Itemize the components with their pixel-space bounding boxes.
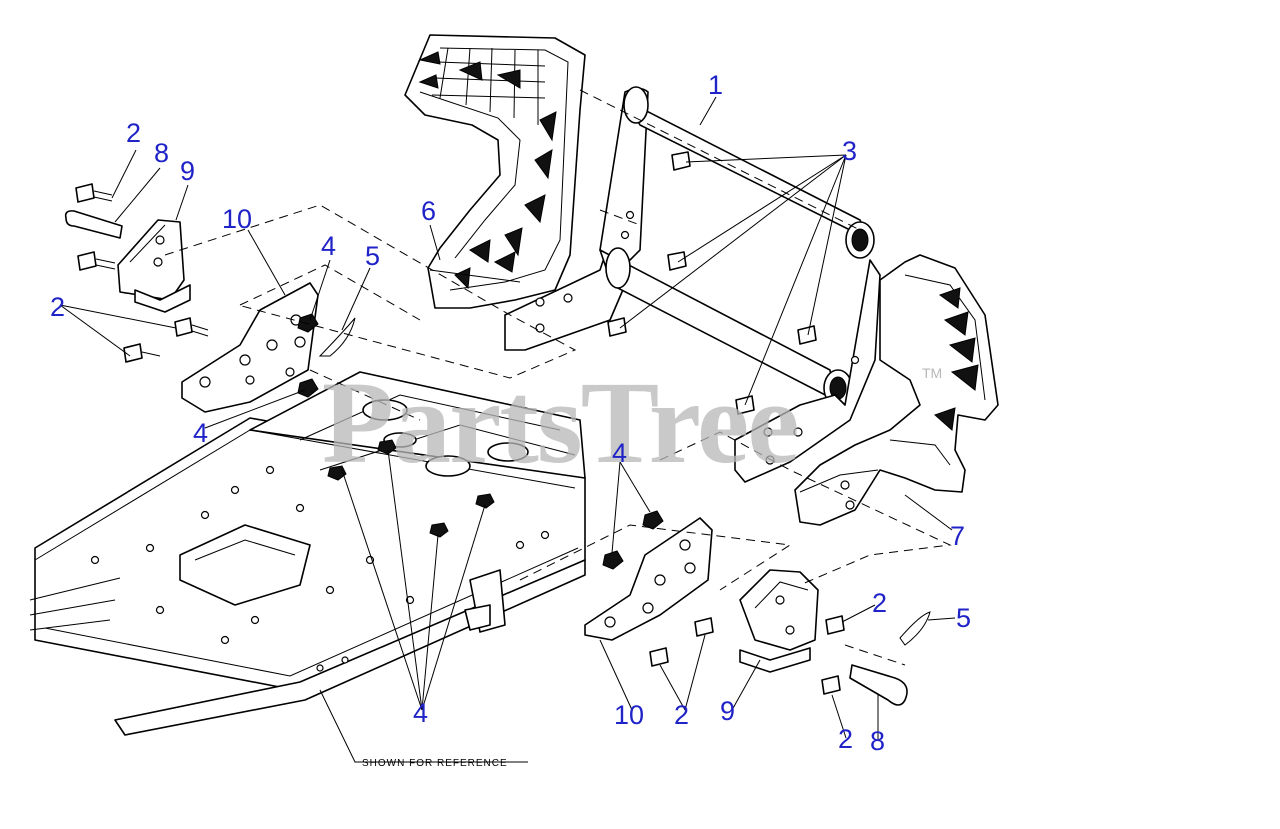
left-side-plate-10 bbox=[181, 282, 319, 413]
left-fender-6 bbox=[404, 34, 586, 309]
right-side-plate-10 bbox=[584, 517, 713, 641]
left-fender-mount-plate bbox=[504, 239, 626, 351]
callout-5: 5 bbox=[365, 241, 380, 271]
callout-8: 8 bbox=[870, 726, 885, 756]
callout-10: 10 bbox=[222, 204, 252, 234]
callout-9: 9 bbox=[720, 696, 735, 726]
callout-9: 9 bbox=[180, 156, 195, 186]
callout-7: 7 bbox=[950, 521, 965, 551]
right-mount-bracket-9 bbox=[739, 569, 819, 673]
left-hardware bbox=[64, 183, 356, 398]
callout-4: 4 bbox=[413, 698, 428, 728]
crossbar-1 bbox=[599, 86, 875, 415]
callout-6: 6 bbox=[421, 196, 436, 226]
left-mount-bracket-9 bbox=[117, 219, 191, 313]
callout-1: 1 bbox=[708, 70, 723, 100]
callout-4: 4 bbox=[321, 231, 336, 261]
callout-2: 2 bbox=[838, 724, 853, 754]
callout-4: 4 bbox=[193, 418, 208, 448]
callout-3: 3 bbox=[842, 136, 857, 166]
callout-10: 10 bbox=[614, 700, 644, 730]
callout-5: 5 bbox=[956, 603, 971, 633]
right-fender-7 bbox=[794, 254, 999, 526]
callout-labels: 1 3 6 2 8 9 10 4 5 2 4 4 7 2 5 4 10 2 9 … bbox=[50, 70, 971, 756]
callout-2: 2 bbox=[872, 588, 887, 618]
watermark-trademark: TM bbox=[922, 365, 942, 381]
frame-reference bbox=[29, 371, 586, 763]
callout-8: 8 bbox=[154, 138, 169, 168]
shown-for-reference-note: SHOWN FOR REFERENCE bbox=[362, 758, 508, 769]
callout-4: 4 bbox=[612, 438, 627, 468]
right-hardware bbox=[602, 510, 931, 706]
leader-lines bbox=[59, 96, 956, 740]
callout-2: 2 bbox=[126, 118, 141, 148]
callout-2: 2 bbox=[50, 292, 65, 322]
partstree-watermark: PartsTree bbox=[322, 357, 798, 488]
assembly-lines bbox=[164, 89, 952, 666]
callout-2: 2 bbox=[674, 700, 689, 730]
right-fender-mount-plate bbox=[734, 259, 881, 483]
